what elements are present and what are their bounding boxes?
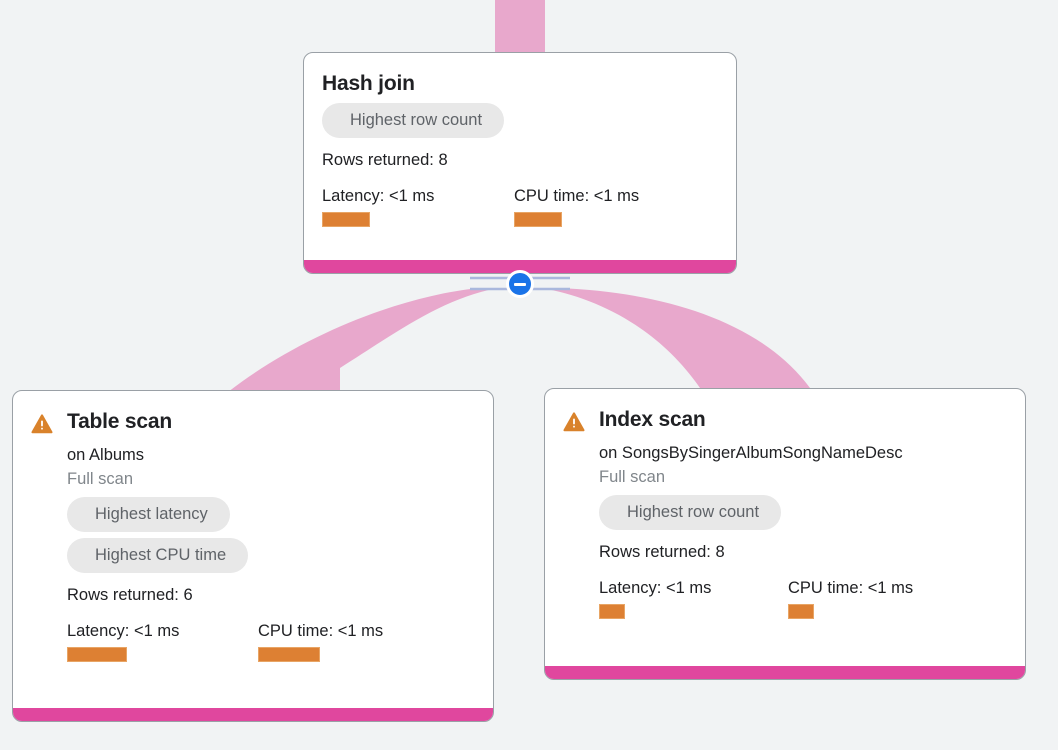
node-body: Table scan on Albums Full scan Highest l… [13, 391, 493, 721]
node-body: Index scan on SongsBySingerAlbumSongName… [545, 389, 1025, 679]
chip-list: Highest latency Highest CPU time [67, 497, 383, 579]
node-body: Hash join Highest row count Rows returne… [304, 53, 736, 273]
node-content: Hash join Highest row count Rows returne… [322, 71, 639, 227]
chip-list: Highest row count [322, 103, 639, 144]
metric-list: Latency: <1 ms CPU time: <1 ms [67, 620, 383, 662]
node-title: Hash join [322, 72, 415, 95]
chip-list: Highest row count [599, 495, 913, 536]
rows-returned: Rows returned: 8 [599, 543, 725, 561]
metric-bar-latency [322, 212, 370, 227]
node-accent-bar [13, 708, 493, 721]
metric-list: Latency: <1 ms CPU time: <1 ms [322, 185, 639, 227]
node-hash-join[interactable]: Hash join Highest row count Rows returne… [303, 52, 737, 274]
metric-label: Latency: <1 ms [322, 187, 435, 205]
metric-bar-cpu-time [258, 647, 320, 662]
node-header: Hash join Highest row count Rows returne… [322, 71, 718, 227]
node-accent-bar [545, 666, 1025, 679]
metric-cpu-time: CPU time: <1 ms [258, 620, 383, 662]
metric-bar-latency [67, 647, 127, 662]
metric-label: Latency: <1 ms [599, 579, 712, 597]
rows-returned: Rows returned: 6 [67, 586, 193, 604]
node-header: Table scan on Albums Full scan Highest l… [31, 409, 475, 662]
warning-triangle-icon [563, 412, 585, 432]
node-title: Table scan [67, 410, 172, 433]
edge-to-index-scan [541, 288, 810, 388]
node-subtitle: on SongsBySingerAlbumSongNameDesc [599, 444, 903, 462]
node-accent-bar [304, 260, 736, 273]
metric-label: Latency: <1 ms [67, 622, 180, 640]
node-scan-type: Full scan [67, 470, 134, 488]
node-header: Index scan on SongsBySingerAlbumSongName… [563, 407, 1007, 619]
rows-returned: Rows returned: 8 [322, 151, 448, 169]
metric-latency: Latency: <1 ms [599, 577, 788, 619]
metric-label: CPU time: <1 ms [788, 579, 914, 597]
edge-to-table-scan [228, 288, 497, 392]
chip-highest-row-count[interactable]: Highest row count [322, 103, 505, 138]
metric-latency: Latency: <1 ms [67, 620, 258, 662]
collapse-toggle-wrap [506, 270, 534, 298]
metric-list: Latency: <1 ms CPU time: <1 ms [599, 577, 913, 619]
collapse-toggle-button[interactable] [506, 270, 534, 298]
node-content: Index scan on SongsBySingerAlbumSongName… [599, 407, 913, 619]
metric-label: CPU time: <1 ms [258, 622, 384, 640]
node-content: Table scan on Albums Full scan Highest l… [67, 409, 383, 662]
metric-bar-cpu-time [514, 212, 562, 227]
node-title: Index scan [599, 408, 706, 431]
node-scan-type: Full scan [599, 468, 666, 486]
node-table-scan[interactable]: Table scan on Albums Full scan Highest l… [12, 390, 494, 722]
chip-highest-latency[interactable]: Highest latency [67, 497, 230, 532]
node-subtitle: on Albums [67, 446, 145, 464]
edge-incoming [495, 0, 545, 53]
metric-bar-latency [599, 604, 625, 619]
metric-bar-cpu-time [788, 604, 814, 619]
metric-cpu-time: CPU time: <1 ms [514, 185, 639, 227]
metric-label: CPU time: <1 ms [514, 187, 640, 205]
metric-latency: Latency: <1 ms [322, 185, 514, 227]
warning-triangle-icon [31, 414, 53, 434]
chip-highest-row-count[interactable]: Highest row count [599, 495, 782, 530]
metric-cpu-time: CPU time: <1 ms [788, 577, 913, 619]
chip-highest-cpu-time[interactable]: Highest CPU time [67, 538, 249, 573]
node-index-scan[interactable]: Index scan on SongsBySingerAlbumSongName… [544, 388, 1026, 680]
